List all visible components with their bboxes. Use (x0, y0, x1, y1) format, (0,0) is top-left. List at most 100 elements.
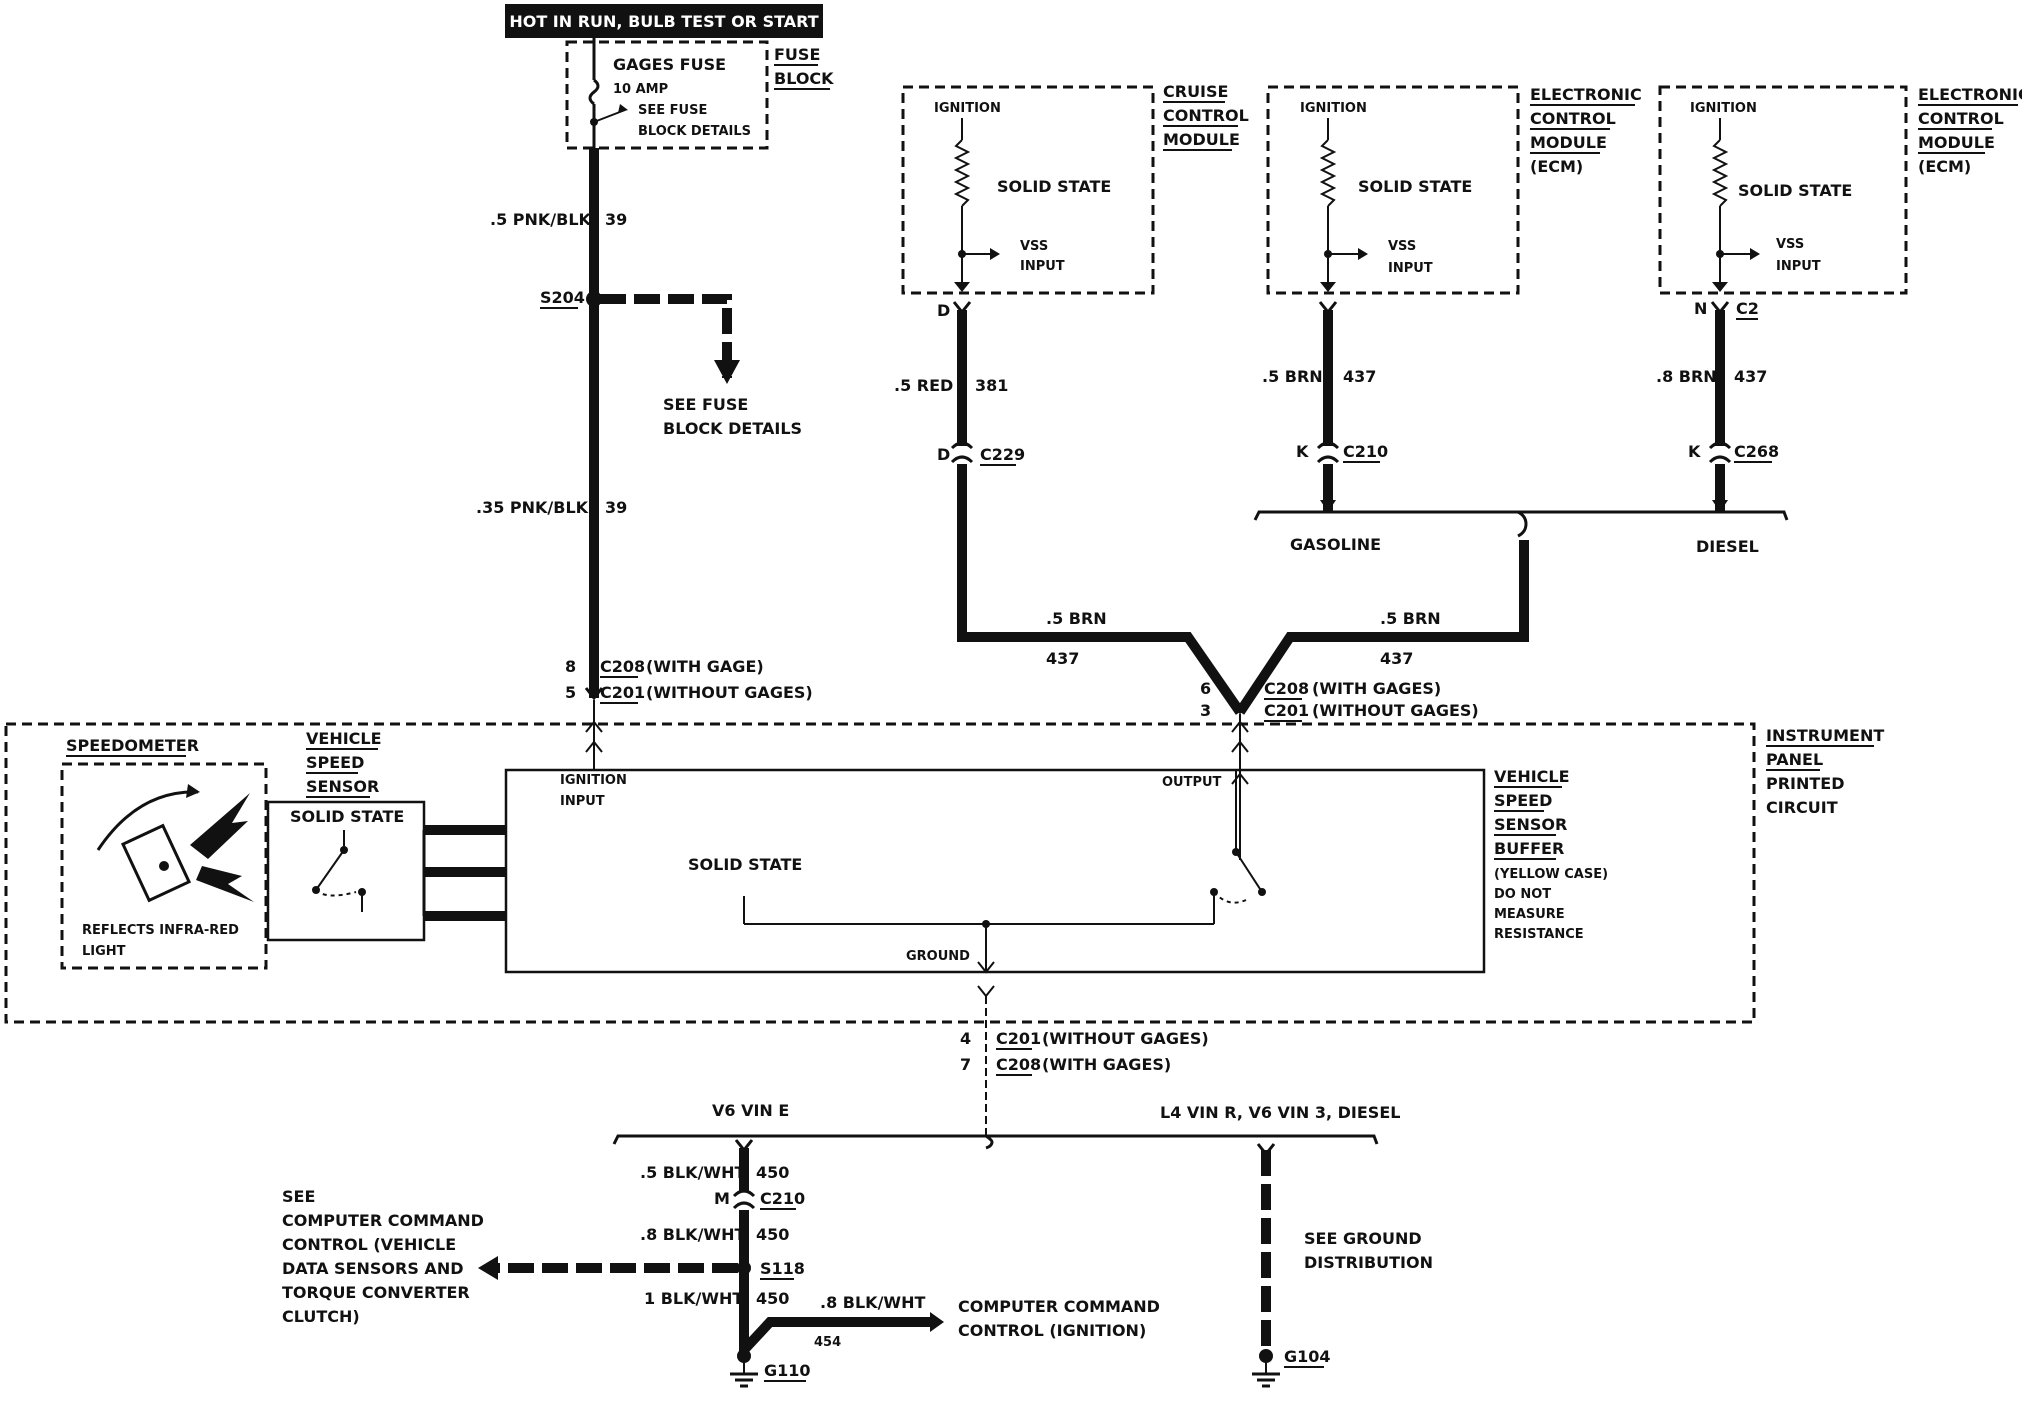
see-ccc-5: TORQUE CONVERTER (282, 1283, 470, 1302)
gasoline-label: GASOLINE (1290, 535, 1381, 554)
reflect-label-2: LIGHT (82, 944, 126, 959)
buffer-note-2: DO NOT (1494, 887, 1551, 902)
fuse-block-details-label: BLOCK DETAILS (638, 124, 751, 139)
vss-state: SOLID STATE (290, 807, 404, 826)
buffer-note-3: MEASURE (1494, 907, 1565, 922)
cruise-pin: D (937, 301, 950, 320)
ecm1-title-4: (ECM) (1530, 157, 1583, 176)
c201b-pin: 3 (1200, 701, 1211, 720)
wire-437-right (1235, 540, 1529, 715)
ecm1-title-2: CONTROL (1530, 109, 1616, 128)
c268-pin: K (1688, 442, 1701, 461)
output-label: OUTPUT (1162, 775, 1222, 790)
ecm2-state: SOLID STATE (1738, 181, 1852, 200)
s204-splice-dot (586, 291, 602, 307)
ecm1-state: SOLID STATE (1358, 177, 1472, 196)
w39b-num: 39 (605, 498, 627, 517)
ecm2-title-3: MODULE (1918, 133, 1995, 152)
ipc-title-3: PRINTED (1766, 774, 1845, 793)
w454-gauge: .8 BLK/WHT (820, 1293, 925, 1312)
c210-label: C210 (1343, 442, 1388, 461)
c201a-pin: 5 (565, 683, 576, 702)
ecm2-title-1: ELECTRONIC (1918, 85, 2022, 104)
c208a-pin: 8 (565, 657, 576, 676)
wire-437-left (957, 464, 1245, 715)
s118-label: S118 (760, 1259, 805, 1278)
buffer-title-3: SENSOR (1494, 815, 1567, 834)
fuse-icon (588, 38, 628, 148)
c201c-label: C201 (996, 1029, 1041, 1048)
c208a-label: C208 (600, 657, 645, 676)
fuse-block-box (565, 40, 769, 150)
l4-vin-label: L4 VIN R, V6 VIN 3, DIESEL (1160, 1103, 1400, 1122)
ecm2-resistor-icon (1711, 118, 1760, 292)
reflect-label-1: REFLECTS INFRA-RED (82, 923, 239, 938)
ecm2-input: INPUT (1776, 259, 1821, 274)
c201c-note: (WITHOUT GAGES) (1042, 1029, 1209, 1048)
w381-num: 381 (975, 376, 1008, 395)
engine-option-bracket (1253, 510, 1789, 521)
ecm2-title-4: (ECM) (1918, 157, 1971, 176)
c208a-note: (WITH GAGE) (646, 657, 764, 676)
ecm1-resistor-icon (1319, 118, 1368, 292)
s204-label: S204 (540, 288, 585, 307)
c229-label: C229 (980, 445, 1025, 464)
ign-input-2: INPUT (560, 794, 605, 809)
c201a-note: (WITHOUT GAGES) (646, 683, 813, 702)
v6-vin-e-label: V6 VIN E (712, 1101, 789, 1120)
c2-label: C2 (1736, 299, 1759, 318)
cruise-input: INPUT (1020, 259, 1065, 274)
ground-dist-2: DISTRIBUTION (1304, 1253, 1433, 1272)
ecm2-ign: IGNITION (1690, 101, 1757, 116)
fuse-see-label: SEE FUSE (638, 103, 707, 118)
buffer-circuit-icon (743, 770, 1266, 972)
see-ccc-3: CONTROL (VEHICLE (282, 1235, 456, 1254)
s204-see-1: SEE FUSE (663, 395, 748, 414)
cruise-ign: IGNITION (934, 101, 1001, 116)
c229-pin: D (937, 445, 950, 464)
w437d-gauge: .5 BRN (1380, 609, 1441, 628)
c201b-label: C201 (1264, 701, 1309, 720)
g104-ground-icon (1252, 1349, 1280, 1388)
see-ccc-6: CLUTCH) (282, 1307, 360, 1326)
see-ccc-4: DATA SENSORS AND (282, 1259, 463, 1278)
see-ccc-2: COMPUTER COMMAND (282, 1211, 484, 1230)
gages-fuse-label: GAGES FUSE (613, 55, 726, 74)
ign-input-1: IGNITION (560, 773, 627, 788)
cruise-module-box (901, 85, 1155, 295)
c201b-note: (WITHOUT GAGES) (1312, 701, 1479, 720)
w450b-gauge: .8 BLK/WHT (640, 1225, 745, 1244)
buffer-note-1: (YELLOW CASE) (1494, 867, 1608, 882)
ecm1-input: INPUT (1388, 261, 1433, 276)
w450b-num: 450 (756, 1225, 789, 1244)
wire-454 (740, 1317, 934, 1354)
speedometer-label: SPEEDOMETER (66, 736, 199, 755)
w437c-gauge: .5 BRN (1046, 609, 1107, 628)
cruise-state: SOLID STATE (997, 177, 1111, 196)
ecm2-vss: VSS (1776, 237, 1804, 252)
ipc-title-4: CIRCUIT (1766, 798, 1838, 817)
cruise-resistor-icon (953, 118, 1000, 292)
fuse-block-title-1: FUSE (774, 45, 820, 64)
speedometer-box (60, 762, 268, 970)
buffer-title-2: SPEED (1494, 791, 1552, 810)
c201a-label: C201 (600, 683, 645, 702)
w437d-num: 437 (1380, 649, 1413, 668)
fuse-block-title-2: BLOCK (774, 69, 834, 88)
ccc-ign-1: COMPUTER COMMAND (958, 1297, 1160, 1316)
vss-switch-icon (312, 830, 366, 912)
see-ccc-1: SEE (282, 1187, 315, 1206)
infrared-sensor-icon (96, 784, 254, 903)
ground-option-bracket (612, 1134, 1379, 1145)
vss-title-2: SPEED (306, 753, 364, 772)
cruise-title-3: MODULE (1163, 130, 1240, 149)
ground-dist-1: SEE GROUND (1304, 1229, 1422, 1248)
w39b-gauge: .35 PNK/BLK (476, 498, 589, 517)
c201c-pin: 4 (960, 1029, 971, 1048)
w454-num: 454 (814, 1335, 841, 1350)
buffer-title-4: BUFFER (1494, 839, 1564, 858)
c210b-pin: M (714, 1189, 730, 1208)
c208b-label: C208 (1264, 679, 1309, 698)
diesel-label: DIESEL (1696, 537, 1759, 556)
